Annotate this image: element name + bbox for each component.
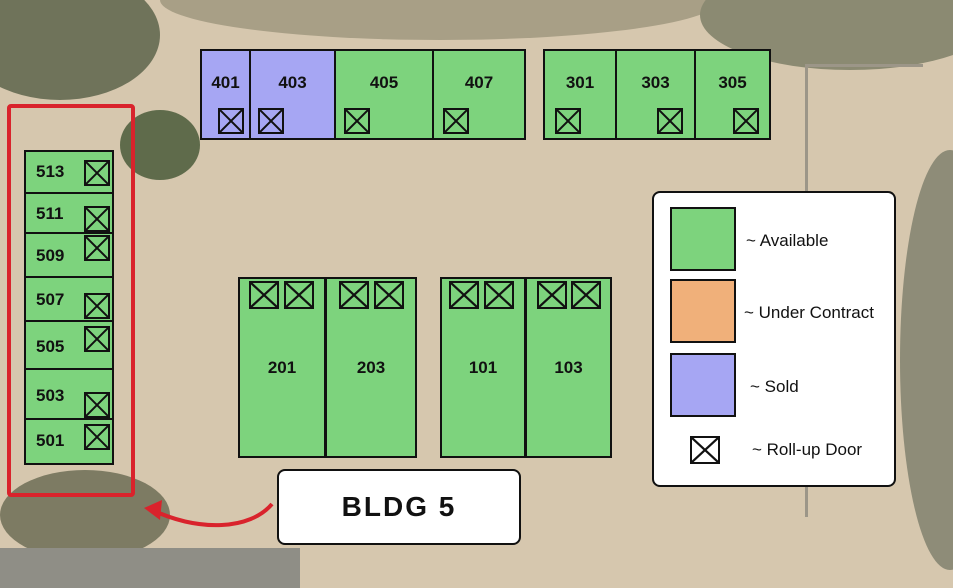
roll-up-door-icon [284, 281, 314, 309]
roll-up-door-icon [84, 160, 110, 186]
unit-203[interactable]: 203 [327, 279, 415, 456]
roll-up-door-icon [84, 293, 110, 319]
unit-513[interactable]: 513 [26, 152, 112, 194]
unit-label: 501 [36, 431, 65, 450]
unit-201[interactable]: 201 [240, 279, 327, 456]
roll-up-door-icon [484, 281, 514, 309]
roll-up-door-icon [339, 281, 369, 309]
roll-up-door-icon [537, 281, 567, 309]
roll-up-door-icon [344, 108, 370, 134]
roll-up-door-icon [258, 108, 284, 134]
road-south [0, 548, 300, 588]
unit-507[interactable]: 507 [26, 278, 112, 322]
roll-up-door-icon [657, 108, 683, 134]
terrain-trees-sw [0, 470, 170, 560]
unit-label: 401 [211, 73, 240, 92]
roll-up-door-icon [443, 108, 469, 134]
unit-305[interactable]: 305 [696, 51, 769, 138]
unit-511[interactable]: 511 [26, 194, 112, 234]
legend-label-sold: ~ Sold [750, 377, 799, 396]
roll-up-door-icon [449, 281, 479, 309]
unit-label: 509 [36, 246, 65, 265]
legend-swatch-available [670, 207, 736, 271]
legend-label-roll-up-door: ~ Roll-up Door [752, 440, 863, 459]
unit-label: 513 [36, 162, 65, 181]
roll-up-door-icon [84, 392, 110, 418]
unit-label: 301 [565, 73, 595, 92]
unit-101[interactable]: 101 [442, 279, 527, 456]
unit-505[interactable]: 505 [26, 322, 112, 370]
legend-swatch-sold [670, 353, 736, 417]
unit-label: 511 [36, 204, 64, 223]
unit-503[interactable]: 503 [26, 370, 112, 420]
unit-label: 505 [36, 337, 65, 356]
roll-up-door-icon [571, 281, 601, 309]
roll-up-door-icon [690, 436, 720, 464]
building-200 [238, 277, 417, 458]
roll-up-door-icon [555, 108, 581, 134]
unit-405[interactable]: 405 [336, 51, 434, 138]
unit-403[interactable]: 403 [251, 51, 336, 138]
unit-301[interactable]: 301 [545, 51, 617, 138]
unit-label: 503 [36, 386, 65, 405]
roll-up-door-icon [84, 326, 110, 352]
unit-407[interactable]: 407 [434, 51, 524, 138]
unit-501[interactable]: 501 [26, 420, 112, 463]
roll-up-door-icon [218, 108, 244, 134]
unit-label: 103 [554, 358, 583, 377]
unit-label: 305 [718, 73, 747, 92]
building-400 [200, 49, 526, 140]
unit-label: 507 [36, 290, 65, 309]
roll-up-door-icon [374, 281, 404, 309]
unit-label: 203 [356, 358, 386, 377]
legend: ~ Available ~ Under Contract ~ Sold ~ Ro… [652, 191, 896, 487]
bldg-5-highlight-outline [7, 104, 135, 497]
building-100 [440, 277, 612, 458]
unit-509[interactable]: 509 [26, 234, 112, 278]
roll-up-door-icon [84, 235, 110, 261]
unit-label: 303 [641, 73, 670, 92]
unit-label: 405 [369, 73, 399, 92]
bldg-5-callout: BLDG 5 [277, 469, 521, 545]
roll-up-door-icon [84, 206, 110, 232]
unit-303[interactable]: 303 [617, 51, 696, 138]
unit-label: 403 [278, 73, 307, 92]
legend-swatch-under-contract [670, 279, 736, 343]
legend-label-under-contract: ~ Under Contract [744, 303, 874, 322]
unit-label: 407 [464, 73, 494, 92]
legend-label-available: ~ Available [746, 231, 829, 250]
unit-label: 201 [267, 358, 297, 377]
callout-arrow [144, 500, 274, 527]
roll-up-door-icon [249, 281, 279, 309]
building-300 [543, 49, 771, 140]
terrain-trees-nw [0, 0, 160, 100]
terrain-trees-n [160, 0, 720, 40]
roll-up-door-icon [84, 424, 110, 450]
unit-401[interactable]: 401 [202, 51, 251, 138]
roll-up-door-icon [733, 108, 759, 134]
unit-label: 101 [468, 358, 498, 377]
unit-103[interactable]: 103 [527, 279, 610, 456]
building-500 [24, 150, 114, 465]
